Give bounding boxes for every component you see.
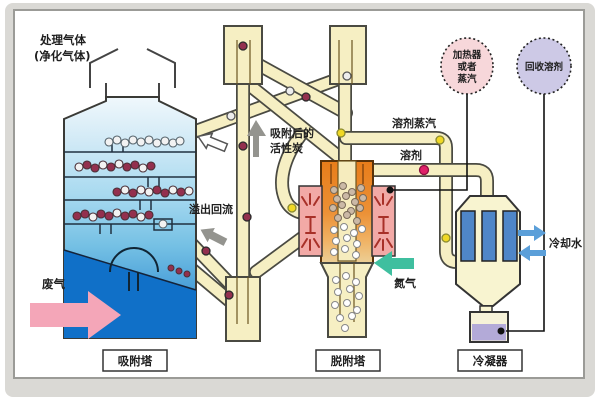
recovered-wire-terminal	[497, 327, 505, 335]
heater-bubble: 加热器 或者 蒸汽	[440, 37, 494, 95]
condenser-label-box: 冷凝器	[457, 349, 523, 372]
overflow-return-arrow	[200, 227, 228, 246]
waste-gas-arrow	[30, 291, 121, 339]
bottom-hopper	[225, 276, 261, 342]
slope-particles	[167, 264, 191, 278]
heater-label-line3: 蒸汽	[457, 73, 477, 85]
condenser-tube-1	[460, 210, 476, 262]
heating-jacket-right	[371, 185, 396, 257]
cooling-water-in-arrow	[518, 225, 546, 241]
adsorber-particles-row3	[112, 185, 194, 198]
adsorber-particles-row2	[74, 159, 156, 173]
recovered-solvent-wire	[506, 94, 545, 332]
solvent-label: 溶剂	[400, 148, 422, 162]
recovered-solvent-label: 回收溶剂	[525, 61, 563, 73]
overflow-return-label: 溢出回流	[189, 202, 233, 216]
bottom-arch	[109, 247, 159, 273]
heater-label-line2: 或者	[457, 61, 477, 73]
recovered-solvent-bubble: 回收溶剂	[516, 37, 572, 95]
top-left-hopper	[223, 25, 263, 85]
stack-outline-left	[89, 48, 119, 88]
condenser-tube-2	[481, 210, 497, 262]
condensate-liquid	[472, 324, 506, 341]
weir-particle	[158, 219, 168, 229]
heater-wire	[391, 94, 468, 191]
process-gas-label-line1: 处理气体	[39, 33, 86, 47]
condenser-tube-3	[502, 210, 518, 262]
heater-label-line1: 加热器	[452, 49, 482, 61]
carbon-after-label-line2: 活性炭	[270, 141, 303, 155]
solvent-pipe	[358, 164, 493, 210]
waste-gas-label: 废气	[42, 277, 65, 291]
chute-to-desorber	[244, 54, 352, 119]
adsorber-label: 吸附塔	[118, 354, 153, 368]
heater-wire-terminal	[386, 186, 394, 194]
bottom-arch-slot	[128, 272, 139, 291]
pipe-particles	[201, 41, 451, 300]
adsorption-tower	[63, 48, 197, 339]
desorber-bubbles	[330, 223, 366, 332]
condenser	[455, 195, 521, 343]
hopper-return-pipe	[250, 232, 308, 278]
carbon-after-label-line1: 吸附后的	[270, 126, 314, 140]
adsorber-particles-row1	[104, 135, 185, 148]
carbon-feed-arrow	[196, 132, 229, 153]
carbon-up-arrow	[247, 120, 266, 157]
nitrogen-label: 氮气	[394, 276, 416, 290]
adsorber-particles-row4	[72, 208, 154, 222]
process-gas-label-line2: (净化气体)	[34, 49, 91, 63]
desorber-particles	[329, 182, 367, 225]
desorber-label-box: 脱附塔	[315, 349, 381, 372]
desorption-tower	[298, 160, 396, 338]
stack-outline-right	[146, 48, 176, 88]
chute-lower	[242, 78, 344, 162]
condenser-label: 冷凝器	[473, 354, 508, 368]
pipe-network	[181, 45, 494, 315]
desorber-top-hooks	[330, 164, 364, 184]
cooling-water-label: 冷却水	[549, 236, 583, 250]
cooling-water-out-arrow	[518, 245, 546, 261]
adsorber-label-box: 吸附塔	[102, 349, 168, 372]
nitrogen-arrow	[374, 251, 414, 276]
heating-jacket-left	[298, 185, 323, 257]
desorber-label: 脱附塔	[331, 354, 366, 368]
slope-baffle	[63, 249, 197, 291]
solvent-vapor-label: 溶剂蒸汽	[392, 116, 436, 130]
adsorber-trays	[64, 142, 196, 234]
